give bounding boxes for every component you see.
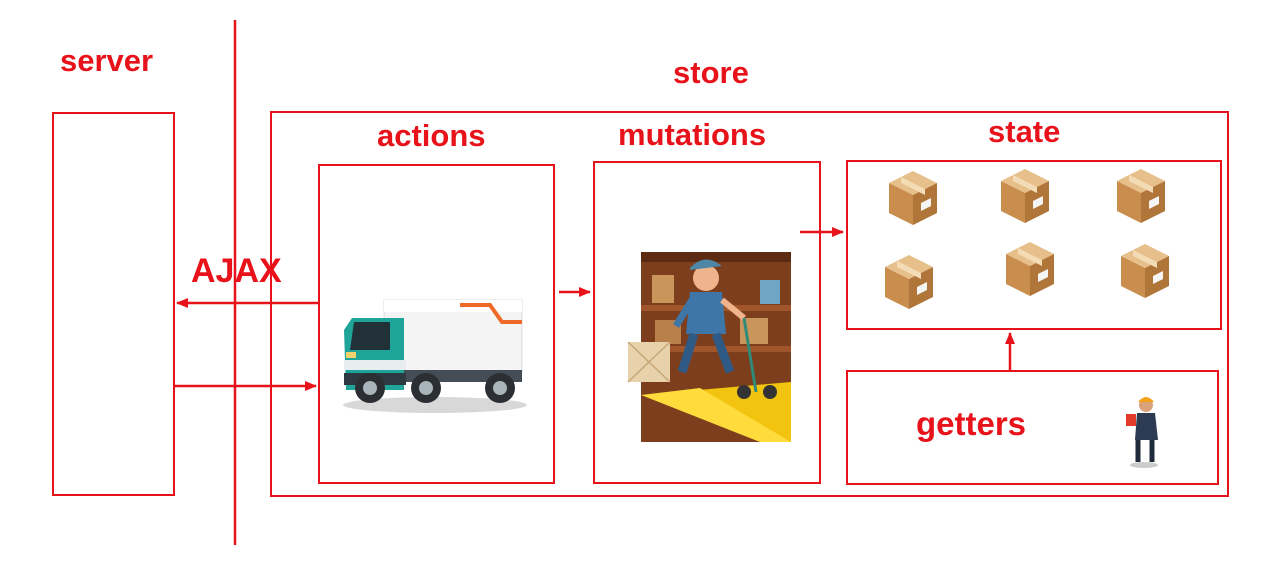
actions-label: actions	[377, 118, 486, 153]
cardboard-box-icon	[1117, 169, 1165, 223]
server-label: server	[60, 43, 154, 78]
store-label: store	[673, 55, 749, 90]
cardboard-box-icon	[1006, 242, 1054, 296]
inspector-person-icon	[1126, 397, 1158, 468]
state-box	[846, 160, 1222, 330]
mutations-label: mutations	[618, 117, 767, 152]
cardboard-box-icon	[1121, 244, 1169, 298]
cardboard-box-icon	[1001, 169, 1049, 223]
getters-box	[846, 370, 1219, 485]
getters-label: getters	[916, 405, 1027, 442]
mutations-box	[593, 161, 821, 484]
state-label: state	[988, 114, 1061, 149]
actions-box	[318, 164, 555, 484]
warehouse-worker-icon	[627, 252, 791, 442]
delivery-truck-icon	[343, 299, 527, 413]
cardboard-box-icon	[889, 171, 937, 225]
ajax-label: AJAX	[191, 252, 282, 290]
cardboard-box-icon	[885, 255, 933, 309]
server-box	[52, 112, 175, 496]
